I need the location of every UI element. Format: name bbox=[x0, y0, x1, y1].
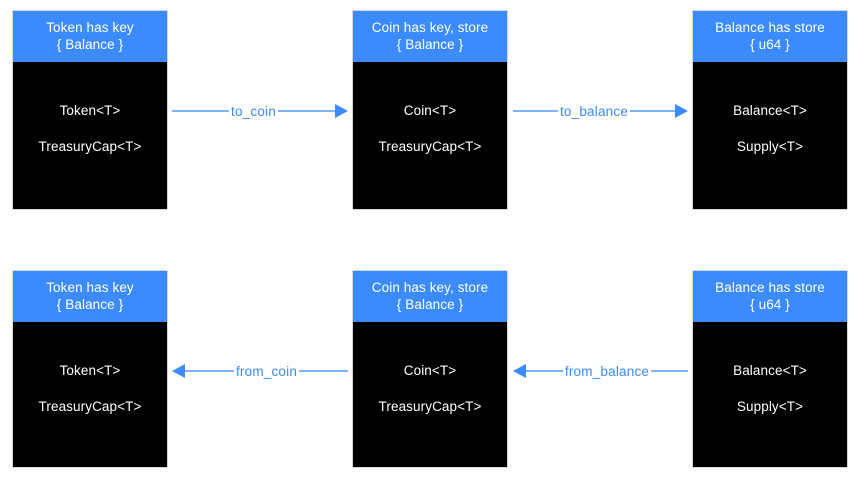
node-header-line2: { Balance } bbox=[396, 37, 464, 52]
node-body-line2: TreasuryCap<T> bbox=[378, 139, 482, 154]
node-body-token-top: Token<T> TreasuryCap<T> bbox=[13, 62, 167, 209]
node-body-line2: TreasuryCap<T> bbox=[38, 139, 142, 154]
node-balance-top[interactable]: Balance has store { u64 } Balance<T> Sup… bbox=[692, 10, 848, 210]
node-header-coin-bottom: Coin has key, store { Balance } bbox=[353, 271, 507, 322]
node-header-line2: { Balance } bbox=[56, 37, 124, 52]
node-header-line1: Balance has store bbox=[715, 20, 825, 35]
node-header-token-top: Token has key { Balance } bbox=[13, 11, 167, 62]
node-header-coin-top: Coin has key, store { Balance } bbox=[353, 11, 507, 62]
node-coin-bottom[interactable]: Coin has key, store { Balance } Coin<T> … bbox=[352, 270, 508, 468]
node-header-balance-top: Balance has store { u64 } bbox=[693, 11, 847, 62]
arrow-left-icon bbox=[172, 364, 185, 378]
node-body-balance-bottom: Balance<T> Supply<T> bbox=[693, 322, 847, 467]
node-header-token-bottom: Token has key { Balance } bbox=[13, 271, 167, 322]
node-token-bottom[interactable]: Token has key { Balance } Token<T> Treas… bbox=[12, 270, 168, 468]
edge-from-balance: from_balance bbox=[513, 360, 689, 382]
node-header-line1: Balance has store bbox=[715, 280, 825, 295]
node-token-top[interactable]: Token has key { Balance } Token<T> Treas… bbox=[12, 10, 168, 210]
node-body-line2: TreasuryCap<T> bbox=[38, 399, 142, 414]
edge-to-balance: to_balance bbox=[513, 100, 688, 122]
edge-line-right bbox=[277, 110, 335, 112]
node-body-line1: Coin<T> bbox=[403, 103, 457, 118]
edge-line-right bbox=[630, 110, 675, 112]
edge-label-to-balance: to_balance bbox=[559, 103, 629, 119]
edge-label-to-coin: to_coin bbox=[231, 103, 276, 119]
edge-from-coin: from_coin bbox=[172, 360, 349, 382]
edge-line-right bbox=[651, 370, 689, 372]
node-body-coin-top: Coin<T> TreasuryCap<T> bbox=[353, 62, 507, 209]
node-body-line1: Coin<T> bbox=[403, 363, 457, 378]
node-body-line1: Balance<T> bbox=[733, 363, 807, 378]
arrow-right-icon bbox=[675, 104, 688, 118]
edge-to-coin: to_coin bbox=[172, 100, 348, 122]
node-header-line2: { Balance } bbox=[396, 297, 464, 312]
node-header-line1: Token has key bbox=[46, 20, 134, 35]
arrow-left-icon bbox=[513, 364, 526, 378]
node-header-line2: { u64 } bbox=[750, 297, 790, 312]
node-balance-bottom[interactable]: Balance has store { u64 } Balance<T> Sup… bbox=[692, 270, 848, 468]
node-body-balance-top: Balance<T> Supply<T> bbox=[693, 62, 847, 209]
node-body-token-bottom: Token<T> TreasuryCap<T> bbox=[13, 322, 167, 467]
edge-label-from-coin: from_coin bbox=[235, 363, 298, 379]
edge-line-right bbox=[299, 370, 349, 372]
node-header-line1: Token has key bbox=[46, 280, 134, 295]
node-body-line2: TreasuryCap<T> bbox=[378, 399, 482, 414]
node-body-line1: Token<T> bbox=[59, 363, 121, 378]
node-body-line2: Supply<T> bbox=[736, 399, 804, 414]
node-body-line1: Balance<T> bbox=[733, 103, 807, 118]
arrow-right-icon bbox=[335, 104, 348, 118]
edge-label-from-balance: from_balance bbox=[564, 363, 650, 379]
edge-line-left bbox=[172, 110, 230, 112]
node-header-line1: Coin has key, store bbox=[371, 280, 489, 295]
node-body-line1: Token<T> bbox=[59, 103, 121, 118]
node-coin-top[interactable]: Coin has key, store { Balance } Coin<T> … bbox=[352, 10, 508, 210]
node-header-line1: Coin has key, store bbox=[371, 20, 489, 35]
node-header-line2: { Balance } bbox=[56, 297, 124, 312]
node-body-line2: Supply<T> bbox=[736, 139, 804, 154]
edge-line-left bbox=[513, 110, 558, 112]
edge-line-left bbox=[185, 370, 234, 372]
edge-line-left bbox=[526, 370, 563, 372]
node-header-line2: { u64 } bbox=[750, 37, 790, 52]
node-header-balance-bottom: Balance has store { u64 } bbox=[693, 271, 847, 322]
node-body-coin-bottom: Coin<T> TreasuryCap<T> bbox=[353, 322, 507, 467]
